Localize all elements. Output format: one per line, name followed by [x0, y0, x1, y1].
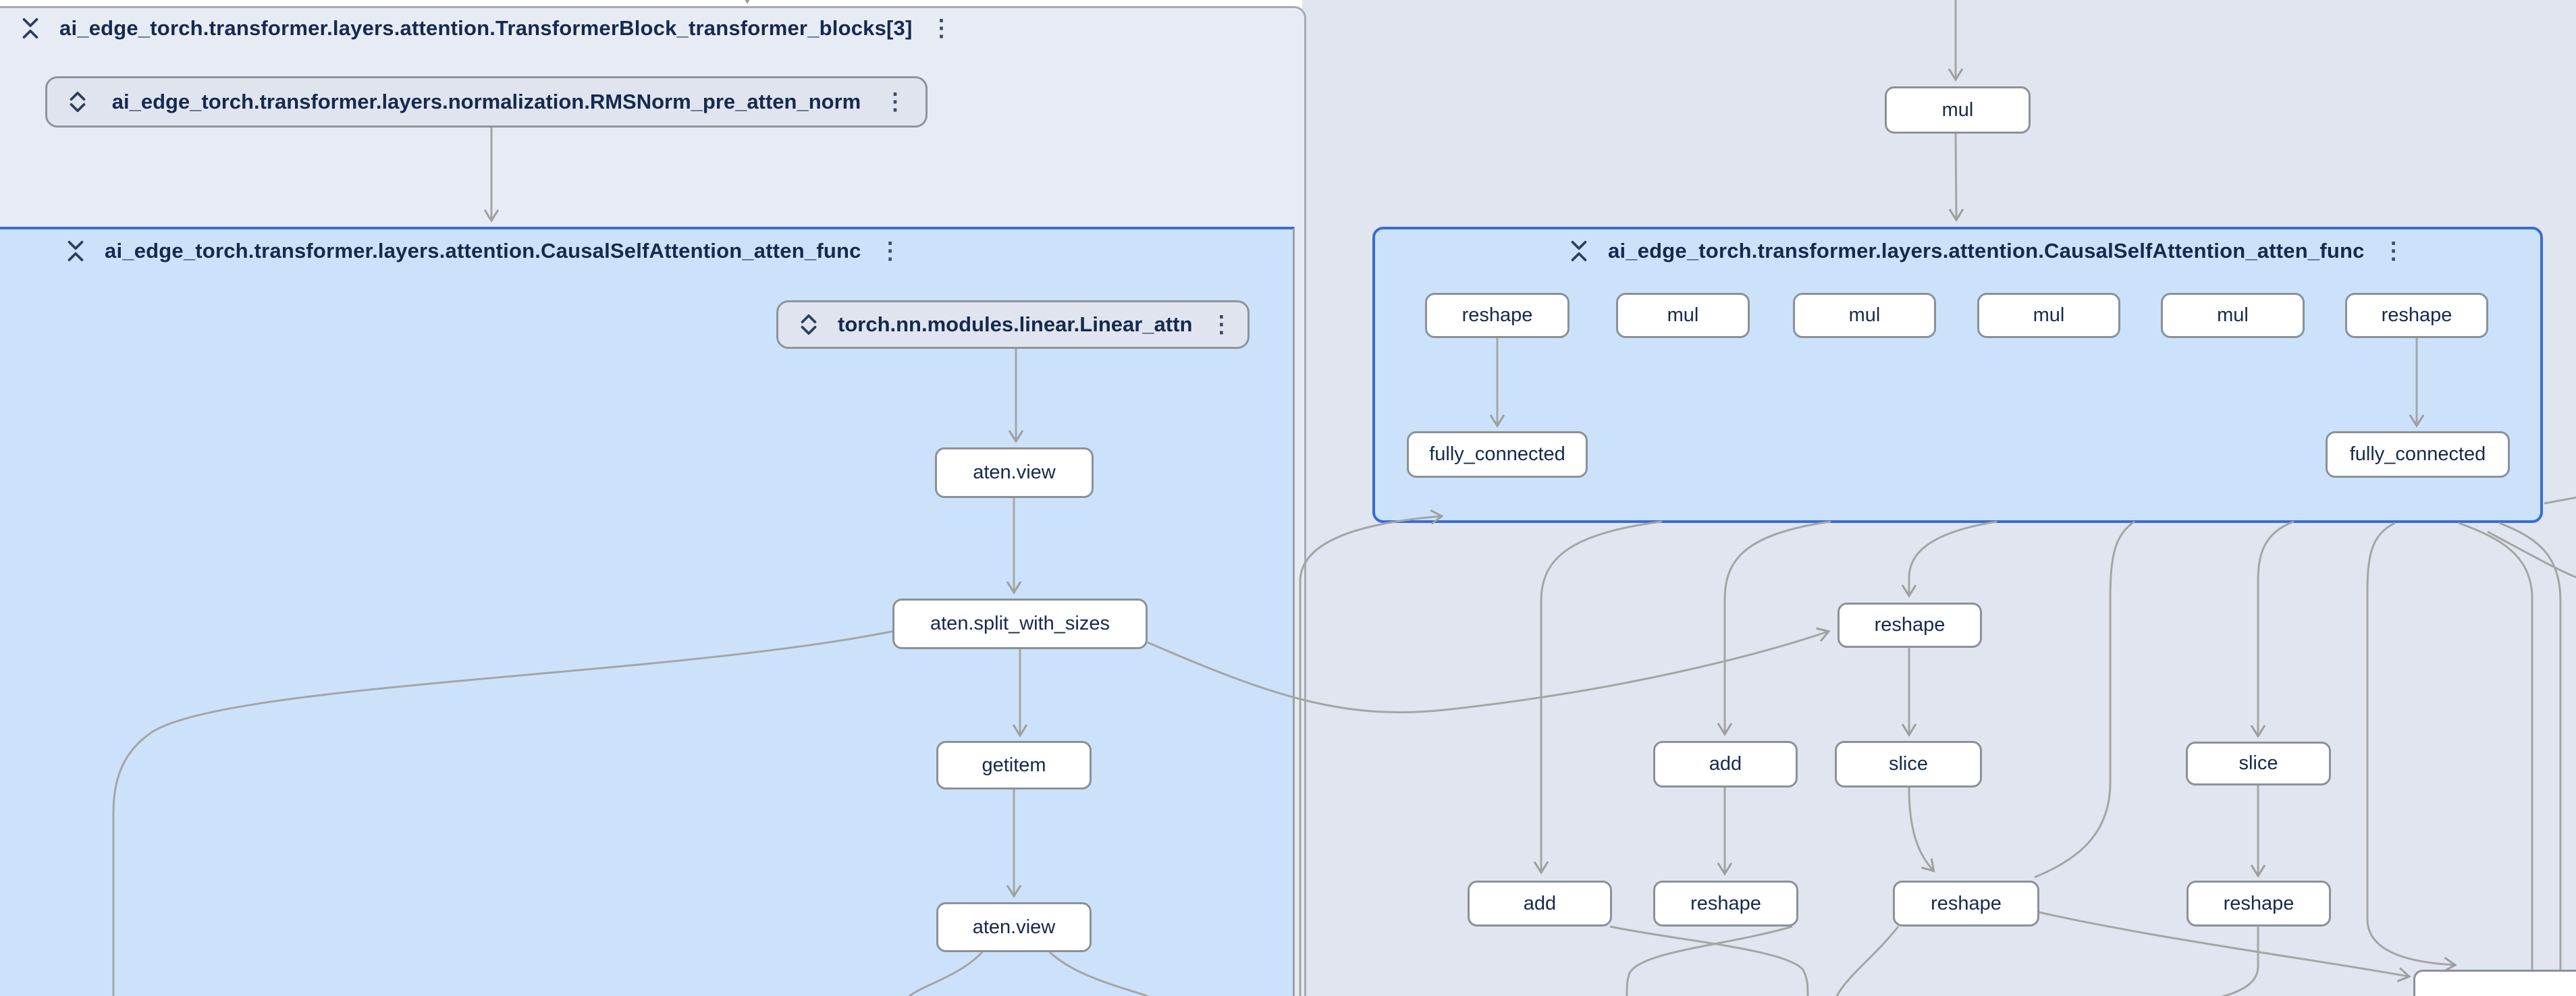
group-header-causal-self-attention-left[interactable]: ai_edge_torch.transformer.layers.attenti…: [64, 238, 902, 265]
op-node-reshape-r2[interactable]: reshape: [2345, 293, 2488, 338]
group-header-transformer-block[interactable]: ai_edge_torch.transformer.layers.attenti…: [19, 15, 953, 42]
group-title: ai_edge_torch.transformer.layers.attenti…: [1608, 239, 2365, 262]
op-node-aten-view-1[interactable]: aten.view: [935, 447, 1094, 498]
op-node-reshape-mid[interactable]: reshape: [1837, 603, 1982, 648]
op-node-add-1[interactable]: add: [1653, 741, 1798, 787]
op-node-label: reshape: [1690, 892, 1761, 914]
op-node-mul-r1[interactable]: mul: [1616, 293, 1750, 338]
op-node-label: fully_connected: [1429, 443, 1565, 465]
op-node-label: mul: [1941, 99, 1974, 121]
group-linear-attn-collapsed[interactable]: torch.nn.modules.linear.Linear_attn ⋮: [776, 300, 1250, 349]
op-node-slice-2[interactable]: slice: [2186, 742, 2331, 785]
op-node-label: reshape: [2381, 304, 2452, 326]
collapse-icon[interactable]: [19, 15, 42, 42]
kebab-menu-icon[interactable]: ⋮: [878, 238, 902, 264]
op-node-mul-r2[interactable]: mul: [1793, 293, 1936, 338]
op-node-label: reshape: [1874, 614, 1946, 636]
collapse-icon[interactable]: [64, 238, 87, 265]
kebab-menu-icon[interactable]: ⋮: [930, 16, 953, 41]
op-node-aten-view-2[interactable]: aten.view: [936, 902, 1092, 952]
op-node-label: mul: [2033, 304, 2065, 326]
op-node-label: aten.view: [972, 916, 1056, 938]
op-node-fully-connected-1[interactable]: fully_connected: [1407, 431, 1588, 478]
kebab-menu-icon[interactable]: ⋮: [884, 89, 907, 115]
op-node-label: aten.split_with_sizes: [930, 613, 1110, 634]
op-node-label: aten.view: [973, 462, 1056, 483]
op-node-mul-r3[interactable]: mul: [1977, 293, 2120, 338]
op-node-mul-top[interactable]: mul: [1885, 86, 2031, 134]
op-node-label: reshape: [2223, 892, 2295, 914]
op-node-label: slice: [1888, 753, 1928, 775]
op-node-label: add: [1523, 892, 1557, 914]
op-node-label: reshape: [1461, 304, 1533, 326]
op-node-reshape-r1[interactable]: reshape: [1425, 293, 1569, 338]
op-node-aten-split[interactable]: aten.split_with_sizes: [892, 599, 1148, 649]
op-node-reshape-b2[interactable]: reshape: [1893, 881, 2039, 926]
group-header-causal-self-attention-right[interactable]: ai_edge_torch.transformer.layers.attenti…: [1567, 238, 2405, 265]
op-node-label: slice: [2238, 752, 2278, 774]
op-node-reshape-b3[interactable]: reshape: [2186, 881, 2331, 926]
group-title: torch.nn.modules.linear.Linear_attn: [838, 312, 1193, 336]
group-rmsnorm-collapsed[interactable]: ai_edge_torch.transformer.layers.normali…: [45, 76, 928, 128]
op-node-fully-connected-2[interactable]: fully_connected: [2326, 431, 2510, 478]
op-node-label: mul: [1848, 304, 1881, 326]
op-node-getitem[interactable]: getitem: [936, 741, 1092, 790]
kebab-menu-icon[interactable]: ⋮: [2382, 238, 2405, 264]
expand-icon[interactable]: [797, 311, 820, 338]
group-title: ai_edge_torch.transformer.layers.normali…: [111, 90, 861, 113]
expand-icon[interactable]: [66, 88, 89, 115]
op-node-label: reshape: [1931, 892, 2002, 914]
op-node-label: fully_connected: [2349, 443, 2486, 465]
op-node-mul-r4[interactable]: mul: [2161, 293, 2305, 338]
op-node-reshape-b1[interactable]: reshape: [1653, 881, 1798, 926]
collapse-icon[interactable]: [1567, 238, 1590, 265]
op-node-label: mul: [2217, 304, 2249, 326]
kebab-menu-icon[interactable]: ⋮: [1210, 312, 1233, 337]
op-node-label: add: [1709, 753, 1742, 775]
op-node-slice-1[interactable]: slice: [1835, 741, 1982, 787]
group-title: ai_edge_torch.transformer.layers.attenti…: [59, 16, 913, 40]
group-title: ai_edge_torch.transformer.layers.attenti…: [105, 239, 861, 262]
op-node-label: mul: [1667, 304, 1699, 326]
op-node-label: getitem: [982, 754, 1046, 776]
op-node-add-2[interactable]: add: [1468, 881, 1612, 926]
op-node-partial-node[interactable]: [2413, 970, 2576, 996]
